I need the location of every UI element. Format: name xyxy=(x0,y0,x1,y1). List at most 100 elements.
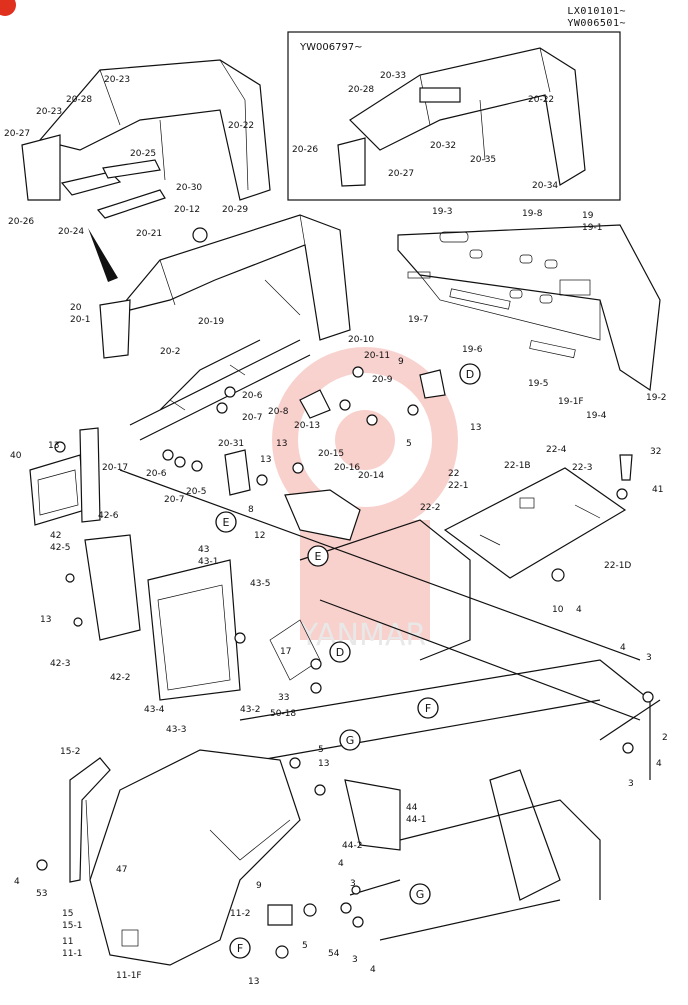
callout-marker: D xyxy=(459,363,481,385)
part-label: 50-18 xyxy=(270,709,296,719)
part-label: 42-2 xyxy=(110,673,130,683)
part-label: 5 xyxy=(406,439,412,449)
part-label: 43-1 xyxy=(198,557,218,567)
part-label: 20-19 xyxy=(198,317,224,327)
callout-marker: F xyxy=(229,937,251,959)
part-label: 9 xyxy=(256,881,262,891)
part-label: 22-2 xyxy=(420,503,440,513)
callout-marker: E xyxy=(215,511,237,533)
part-label: 20-25 xyxy=(130,149,156,159)
part-label: 42-3 xyxy=(50,659,70,669)
part-label: 19-1F xyxy=(558,397,584,407)
part-label: 20-7 xyxy=(164,495,184,505)
chassis-frame xyxy=(119,469,661,941)
part-label: 4 xyxy=(338,859,344,869)
serial-range-1: LX010101~ xyxy=(567,6,626,17)
fender-assembly xyxy=(36,749,317,966)
watermark: YANMAR xyxy=(272,347,458,653)
part-label: 19-4 xyxy=(586,411,607,421)
bolts xyxy=(54,404,419,796)
callout-circle xyxy=(229,937,251,959)
arrow-indicator xyxy=(88,228,118,282)
part-label: 40 xyxy=(10,451,22,461)
part-label: 13 xyxy=(40,615,51,625)
inset-frame xyxy=(287,31,621,201)
part-label: 43-2 xyxy=(240,705,260,715)
part-label: 20-24 xyxy=(58,227,84,237)
callout-letter: E xyxy=(315,550,322,563)
part-label: 15-1 xyxy=(62,921,82,931)
part-label: 19-6 xyxy=(462,345,483,355)
part-label: 19-2 xyxy=(646,393,666,403)
part-label: 42 xyxy=(50,531,61,541)
callout-letter: G xyxy=(346,734,355,747)
part-label: 41 xyxy=(652,485,663,495)
part-label: 19-1 xyxy=(582,223,602,233)
part-label: 8 xyxy=(248,505,254,515)
part-label: 43-4 xyxy=(144,705,165,715)
part-label: 20-32 xyxy=(430,141,456,151)
part-label: 53 xyxy=(36,889,47,899)
part-label: 20-7 xyxy=(242,413,262,423)
callout-circle xyxy=(409,883,431,905)
part-label: 43-3 xyxy=(166,725,186,735)
part-label: 5 xyxy=(302,941,308,951)
callout-circle xyxy=(339,729,361,751)
part-label: 20-1 xyxy=(70,315,90,325)
part-label: 20-35 xyxy=(470,155,496,165)
part-label: 44 xyxy=(406,803,418,813)
part-label: 20-26 xyxy=(292,145,318,155)
label-layer: 20-2320-2820-2320-2720-2220-2520-3020-29… xyxy=(4,71,668,987)
callout-letter: G xyxy=(416,888,425,901)
callout-marker: F xyxy=(417,697,439,719)
part-label: 20-28 xyxy=(348,85,374,95)
part-label: 20-11 xyxy=(364,351,390,361)
part-label: 22-3 xyxy=(572,463,592,473)
part-label: 20-27 xyxy=(4,129,30,139)
part-label: 12 xyxy=(254,531,265,541)
part-label: 20-14 xyxy=(358,471,384,481)
part-label: 19-5 xyxy=(528,379,548,389)
callout-circle xyxy=(215,511,237,533)
callout-letter: D xyxy=(466,368,474,381)
part-label: 10 xyxy=(552,605,564,615)
callout-circle xyxy=(459,363,481,385)
part-label: 22-1 xyxy=(448,481,468,491)
inset-cover-assembly xyxy=(337,47,586,187)
part-label: 20-6 xyxy=(242,391,263,401)
part-label: 47 xyxy=(116,865,127,875)
callout-circle xyxy=(329,641,351,663)
part-label: 20-27 xyxy=(388,169,414,179)
part-label: 20-30 xyxy=(176,183,202,193)
part-label: 11-1F xyxy=(116,971,142,981)
gas-strut xyxy=(340,879,401,928)
part-label: 4 xyxy=(620,643,626,653)
callout-marker: G xyxy=(339,729,361,751)
part-label: 22-1D xyxy=(604,561,631,571)
serial-range-2: YW006501~ xyxy=(567,18,626,29)
part-label: 20-13 xyxy=(294,421,320,431)
corner-badge xyxy=(0,0,16,16)
stay-frame xyxy=(129,339,446,541)
part-label: 4 xyxy=(370,965,376,975)
part-label: 15-2 xyxy=(60,747,80,757)
part-label: 4 xyxy=(656,759,662,769)
part-label: 11-2 xyxy=(230,909,250,919)
part-label: 43 xyxy=(198,545,209,555)
part-label: 20-5 xyxy=(186,487,206,497)
part-label: 20-23 xyxy=(104,75,130,85)
part-label: 2 xyxy=(662,733,668,743)
part-label: 15 xyxy=(62,909,73,919)
part-label: 20-15 xyxy=(318,449,344,459)
part-label: 42-5 xyxy=(50,543,70,553)
callout-letter: E xyxy=(223,516,230,529)
part-label: 19-8 xyxy=(522,209,543,219)
part-label: 13 xyxy=(48,441,59,451)
part-label: 20-10 xyxy=(348,335,374,345)
step-plate xyxy=(443,454,633,582)
part-label: 11 xyxy=(62,937,73,947)
callout-letter: D xyxy=(336,646,344,659)
part-label: 4 xyxy=(14,877,20,887)
part-label: 19 xyxy=(582,211,594,221)
